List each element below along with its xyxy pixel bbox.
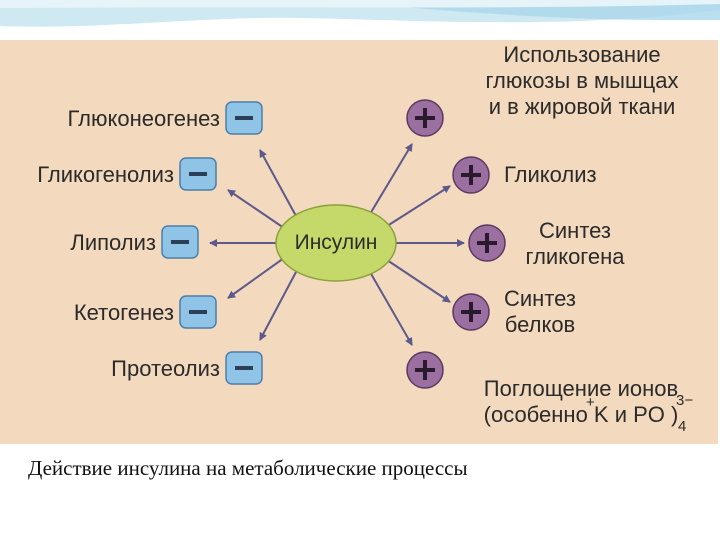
insulin-node xyxy=(275,204,397,282)
label-line: гликогена xyxy=(525,244,625,269)
arrow-proteolysis xyxy=(259,271,297,341)
label-line: Синтез xyxy=(539,218,611,243)
figure-caption: Действие инсулина на метаболические проц… xyxy=(28,456,468,480)
label-proteolysis: Протеолиз xyxy=(111,356,220,381)
label-ketogenesis: Кетогенез xyxy=(73,300,174,325)
plus-badge xyxy=(468,224,506,262)
arrow-ketogenesis xyxy=(227,257,285,299)
arrows xyxy=(209,143,465,346)
po-superscript: 3− xyxy=(676,392,694,409)
label-line: (особенно K и PO ) xyxy=(483,402,679,427)
label-line: Синтез xyxy=(504,286,576,311)
label-line: Поглощение ионов xyxy=(483,376,679,401)
label-ion-uptake: Поглощение ионов (особенно K и PO ) xyxy=(446,376,716,428)
insulin-label: Инсулин xyxy=(294,231,378,254)
top-wave-decoration xyxy=(0,0,720,27)
plus-badge xyxy=(452,156,490,194)
plus-badge xyxy=(406,351,444,389)
label-glycogenolysis: Гликогенолиз xyxy=(37,162,174,187)
label-glycogen-synthesis: Синтез гликогена xyxy=(510,218,640,270)
arrow-glucose-use xyxy=(369,143,413,215)
minus-badge xyxy=(161,225,199,259)
label-protein-synthesis: Синтез белков xyxy=(500,286,580,338)
minus-badge xyxy=(179,157,217,191)
insulin-diagram xyxy=(161,99,506,389)
minus-badge xyxy=(179,295,217,329)
k-superscript: + xyxy=(586,394,595,411)
arrow-glycolysis xyxy=(383,185,451,229)
label-line: и в жировой ткани xyxy=(488,94,676,119)
label-line: белков xyxy=(504,312,576,337)
minus-badges xyxy=(161,101,263,385)
plus-badge xyxy=(452,293,490,331)
minus-badge xyxy=(225,351,263,385)
label-gluconeogenesis: Глюконеогенез xyxy=(67,106,220,131)
arrow-ion-uptake xyxy=(369,271,413,346)
label-glycolysis: Гликолиз xyxy=(504,162,597,187)
arrow-protein-synthesis xyxy=(383,257,451,303)
label-line: глюкозы в мышцах xyxy=(485,68,679,93)
arrow-glycogenolysis xyxy=(227,189,285,229)
arrow-gluconeogenesis xyxy=(259,149,297,217)
label-lipolysis: Липолиз xyxy=(70,230,156,255)
plus-badges xyxy=(406,99,506,389)
po-subscript: 4 xyxy=(678,418,687,435)
label-line: Использование xyxy=(503,42,661,67)
plus-badge xyxy=(406,99,444,137)
label-glucose-use: Использование глюкозы в мышцах и в жиров… xyxy=(452,42,712,120)
minus-badge xyxy=(225,101,263,135)
